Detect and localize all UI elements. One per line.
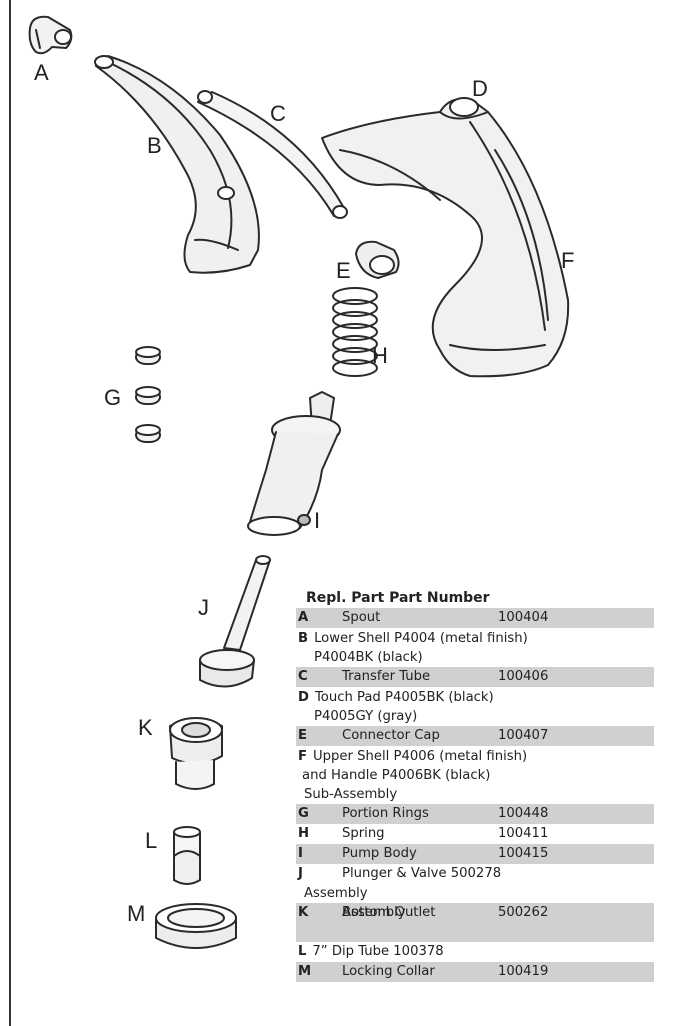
callout-f: F bbox=[561, 248, 575, 273]
callout-i: I bbox=[314, 508, 321, 533]
callout-m: M bbox=[127, 901, 146, 926]
part-plunger-valve-illustration bbox=[199, 555, 271, 688]
callout-d: D bbox=[472, 76, 488, 101]
part-spout-illustration bbox=[28, 15, 73, 55]
table-header: Repl. Part Part Number bbox=[306, 590, 490, 606]
callout-g: G bbox=[104, 385, 122, 410]
part-lower-shell-illustration bbox=[94, 55, 260, 274]
page-margin-rule bbox=[9, 0, 11, 1026]
callout-b: B bbox=[147, 133, 162, 158]
callout-a: A bbox=[34, 60, 49, 85]
part-portion-rings-illustration bbox=[135, 346, 161, 443]
part-dip-tube-illustration bbox=[173, 826, 201, 885]
part-transfer-tube-illustration bbox=[197, 90, 348, 219]
part-spring-illustration bbox=[332, 287, 378, 377]
callout-e: E bbox=[336, 258, 351, 283]
part-upper-shell-illustration bbox=[321, 97, 570, 378]
callout-j: J bbox=[198, 595, 209, 620]
part-locking-collar-illustration bbox=[155, 903, 237, 949]
callout-l: L bbox=[145, 828, 158, 853]
callout-c: C bbox=[270, 101, 286, 126]
part-pump-body-illustration bbox=[247, 391, 341, 536]
callout-k: K bbox=[138, 715, 153, 740]
part-connector-cap-illustration bbox=[355, 240, 400, 279]
part-bottom-outlet-illustration bbox=[169, 717, 223, 790]
callout-h: H bbox=[372, 343, 388, 368]
